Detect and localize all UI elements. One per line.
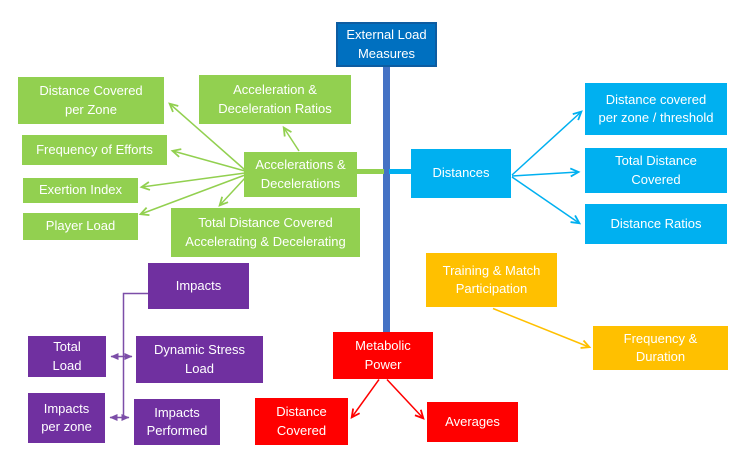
node-distance-covered: Distance Covered (255, 398, 348, 445)
node-exertion-index: Exertion Index (23, 178, 138, 203)
node-training-match-participation: Training & Match Participation (426, 253, 557, 307)
arrows-metabolic-power (350, 378, 425, 420)
node-total-distance-accelerating-decelerating: Total Distance Covered Accelerating & De… (171, 208, 360, 257)
node-player-load: Player Load (23, 213, 138, 240)
connectors-impacts (109, 292, 148, 421)
node-distance-covered-per-zone-threshold: Distance covered per zone / threshold (585, 83, 727, 135)
node-frequency-of-efforts: Frequency of Efforts (22, 135, 167, 165)
node-total-load: Total Load (28, 336, 106, 377)
node-frequency-duration: Frequency & Duration (593, 326, 728, 370)
node-external-load-measures: External Load Measures (336, 22, 437, 67)
arrow-training-participation (492, 307, 592, 349)
node-impacts-performed: Impacts Performed (134, 399, 220, 445)
arrows-distances (511, 110, 583, 225)
node-distances: Distances (411, 149, 511, 198)
node-distance-ratios: Distance Ratios (585, 204, 727, 244)
arrows-accelerations (138, 102, 300, 217)
node-acceleration-deceleration-ratios: Acceleration & Deceleration Ratios (199, 75, 351, 124)
node-dynamic-stress-load: Dynamic Stress Load (136, 336, 263, 383)
node-averages: Averages (427, 402, 518, 442)
node-impacts: Impacts (148, 263, 249, 309)
node-accelerations-decelerations: Accelerations & Decelerations (244, 152, 357, 197)
node-metabolic-power: Metabolic Power (333, 332, 433, 379)
node-total-distance-covered: Total Distance Covered (585, 148, 727, 193)
node-distance-covered-per-zone: Distance Covered per Zone (18, 77, 164, 124)
node-impacts-per-zone: Impacts per zone (28, 393, 105, 443)
